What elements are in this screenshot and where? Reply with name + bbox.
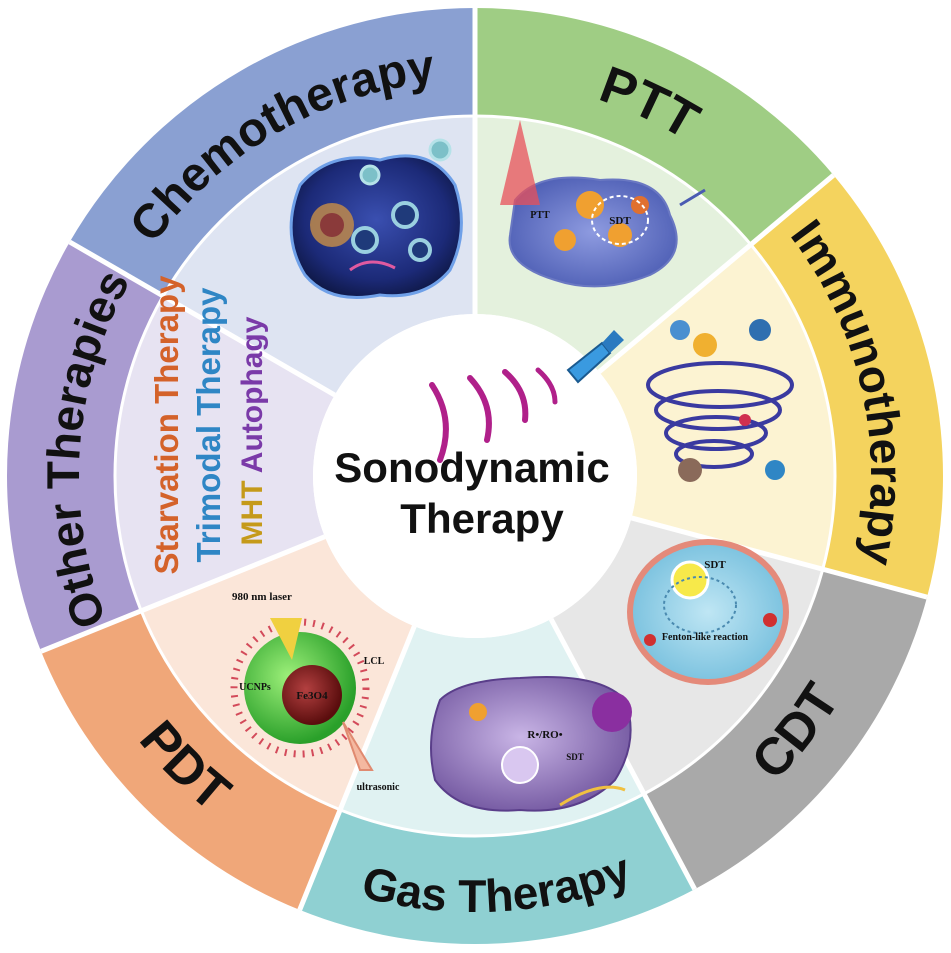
pdt-ucnp-tag: UCNPs bbox=[239, 682, 271, 693]
pdt-ultrasonic-tag: ultrasonic bbox=[357, 782, 400, 793]
ptt-cell-illustration: SDT PTT bbox=[500, 120, 706, 288]
gas-therapy-cell-illustration: R•/RO• SDT bbox=[430, 675, 632, 812]
trimodal-therapy-text: Trimodal Therapy bbox=[190, 287, 227, 563]
autophagy-text: Autophagy bbox=[236, 316, 269, 473]
pdt-nanoparticle-illustration: Fe3O4 980 nm laser UCNPs LCL ultrasonic bbox=[230, 591, 400, 793]
cdt-sdt-tag: SDT bbox=[704, 559, 726, 571]
pdt-band bbox=[41, 610, 341, 910]
inner-ring bbox=[113, 114, 837, 838]
starvation-therapy-text: Starvation Therapy bbox=[148, 275, 185, 575]
other-therapies-band bbox=[6, 242, 164, 652]
center-title-line1: Sonodynamic bbox=[334, 444, 609, 491]
center-title-line2: Therapy bbox=[400, 495, 564, 542]
chemotherapy-band bbox=[69, 8, 476, 296]
other-therapies-panel bbox=[114, 296, 335, 611]
segment-divider bbox=[68, 239, 336, 398]
segment-divider bbox=[297, 625, 417, 911]
pdt-laser-tag: 980 nm laser bbox=[232, 591, 292, 603]
chemotherapy-cell-illustration bbox=[289, 138, 463, 299]
pdt-core-tag: Fe3O4 bbox=[296, 690, 328, 702]
ultrasound-probe-icon bbox=[566, 330, 624, 384]
segment-divider bbox=[630, 515, 928, 600]
gas-sdt-tag: SDT bbox=[566, 752, 584, 762]
gas-ros-tag: R•/RO• bbox=[527, 729, 562, 741]
pdt-lcl-tag: LCL bbox=[364, 656, 385, 667]
cdt-cell-illustration: SDT Fenton-like reaction bbox=[627, 539, 789, 685]
gas-therapy-band bbox=[299, 793, 695, 945]
ptt-band bbox=[475, 8, 834, 245]
ptt-sdt-tag: SDT bbox=[609, 215, 631, 227]
ptt-ptt-tag: PTT bbox=[530, 210, 550, 221]
mht-text: MHT bbox=[236, 480, 269, 545]
immunotherapy-spiral-illustration bbox=[646, 319, 794, 482]
immunotherapy-band bbox=[750, 175, 943, 598]
other-therapies-list: Starvation Therapy Trimodal Therapy MHT … bbox=[148, 275, 269, 575]
cdt-band bbox=[644, 569, 928, 890]
cdt-reaction-tag: Fenton-like reaction bbox=[662, 632, 749, 643]
mht-autophagy-text: MHT Autophagy bbox=[236, 316, 269, 545]
segment-divider bbox=[597, 173, 836, 374]
segment-divider bbox=[40, 534, 326, 654]
outer-band-group bbox=[6, 8, 943, 945]
ultrasound-waves-icon bbox=[429, 367, 558, 463]
